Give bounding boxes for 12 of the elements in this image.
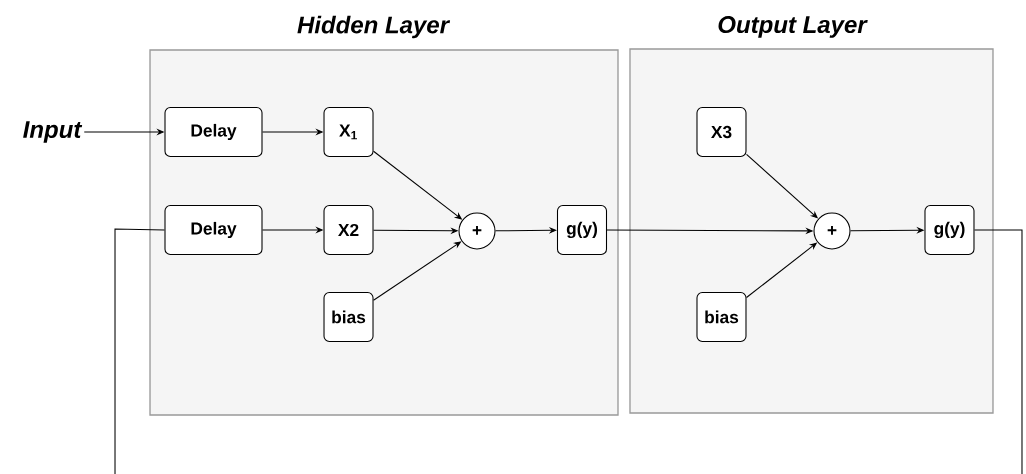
process-box: Delay xyxy=(164,204,263,256)
layer-heading: Hidden Layer xyxy=(297,15,451,39)
process-box: Delay xyxy=(164,106,263,158)
process-box: g(y) xyxy=(924,204,975,256)
process-box: bias xyxy=(323,291,374,343)
input-label: Input xyxy=(23,121,83,143)
process-box: g(y) xyxy=(556,204,608,256)
process-box: X2 xyxy=(323,204,374,256)
process-box: bias xyxy=(696,291,747,343)
layer-heading: Output Layer xyxy=(718,16,868,38)
process-box: X3 xyxy=(696,106,747,158)
process-box: X$_{1}$ xyxy=(323,106,374,158)
